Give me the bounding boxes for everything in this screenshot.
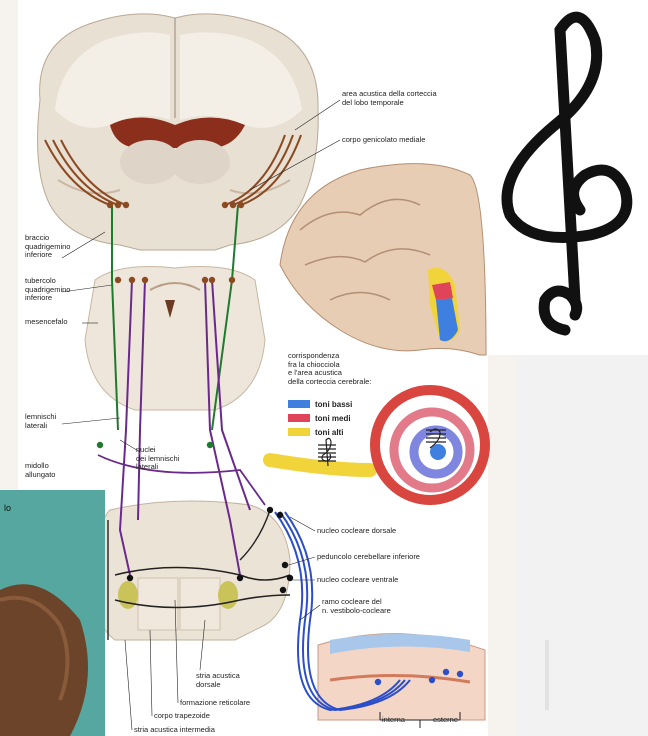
colliculus-nucleus-dot: [229, 277, 235, 283]
cochlear-nucleus-dot: [237, 575, 243, 581]
overlay-photo-tab: [0, 490, 105, 736]
geniculate-nucleus-dot: [115, 202, 121, 208]
label-interna: interna: [382, 716, 405, 725]
legend-swatch-mid: [288, 414, 310, 422]
lemniscal-nucleus-dot: [97, 442, 103, 448]
hair-cell-dot: [429, 677, 435, 683]
hair-cell-dot: [443, 669, 449, 675]
colliculus-nucleus-dot: [209, 277, 215, 283]
legend-item-high: toni alti: [288, 426, 343, 438]
legend-label-low: toni bassi: [315, 400, 352, 409]
geniculate-nucleus-dot: [107, 202, 113, 208]
label-corpo-trapezoide: corpo trapezoide: [154, 712, 210, 721]
grey-mark: [545, 640, 549, 710]
label-corpo-genicolato: corpo genicolato mediale: [342, 136, 425, 145]
label-corrispondenza: corrispondenza fra la chiocciola e l'are…: [288, 352, 371, 386]
label-nucleo-ventrale: nucleo cocleare ventrale: [317, 576, 398, 585]
label-area-acustica: area acustica della corteccia del lobo t…: [342, 90, 437, 107]
label-ramo-cocleare: ramo cocleare del n. vestibolo-cocleare: [322, 598, 391, 615]
geniculate-nucleus-dot: [222, 202, 228, 208]
label-stria-intermedia: stria acustica intermedia: [134, 726, 215, 735]
cochlear-nucleus-dot: [282, 562, 288, 568]
colliculus-nucleus-dot: [115, 277, 121, 283]
label-lemnischi: lemnischi laterali: [25, 413, 56, 430]
label-nuclei-lemnischi: nuclei dei lemnischi laterali: [136, 446, 179, 472]
label-tubercolo: tubercolo quadrigemino inferiore: [25, 277, 70, 303]
medulla-section: [92, 501, 290, 640]
right-grey-panel: [515, 355, 648, 736]
hair-cell-dot: [457, 671, 463, 677]
cochlear-nucleus-dot: [280, 587, 286, 593]
geniculate-nucleus-dot: [123, 202, 129, 208]
lemniscal-nucleus-dot: [207, 442, 213, 448]
label-peduncolo: peduncolo cerebellare inferiore: [317, 553, 420, 562]
label-stria-dorsale: stria acustica dorsale: [196, 672, 240, 689]
label-esterne: esterne: [433, 716, 458, 725]
legend-label-mid: toni medi: [315, 414, 351, 423]
legend-item-low: toni bassi: [288, 398, 352, 410]
overlay-tab-text: lo: [4, 503, 11, 513]
cochlear-nucleus-dot: [277, 512, 283, 518]
colliculus-nucleus-dot: [142, 277, 148, 283]
colliculus-nucleus-dot: [202, 277, 208, 283]
organ-of-corti: [318, 634, 485, 728]
label-midollo: midollo allungato: [25, 462, 55, 479]
cochlear-nucleus-dot: [267, 507, 273, 513]
label-mesencefalo: mesencefalo: [25, 318, 68, 327]
geniculate-nucleus-dot: [238, 202, 244, 208]
label-nucleo-dorsale: nucleo cocleare dorsale: [317, 527, 396, 536]
cochlear-nucleus-dot: [127, 575, 133, 581]
legend-swatch-low: [288, 400, 310, 408]
legend-item-mid: toni medi: [288, 412, 351, 424]
brain-coronal-section: [38, 14, 319, 250]
legend-swatch-high: [288, 428, 310, 436]
hair-cell-dot: [375, 679, 381, 685]
colliculus-nucleus-dot: [129, 277, 135, 283]
label-formazione-reticolare: formazione reticolare: [180, 699, 250, 708]
legend-label-high: toni alti: [315, 428, 343, 437]
label-braccio: braccio quadrigemino inferiore: [25, 234, 70, 260]
geniculate-nucleus-dot: [230, 202, 236, 208]
